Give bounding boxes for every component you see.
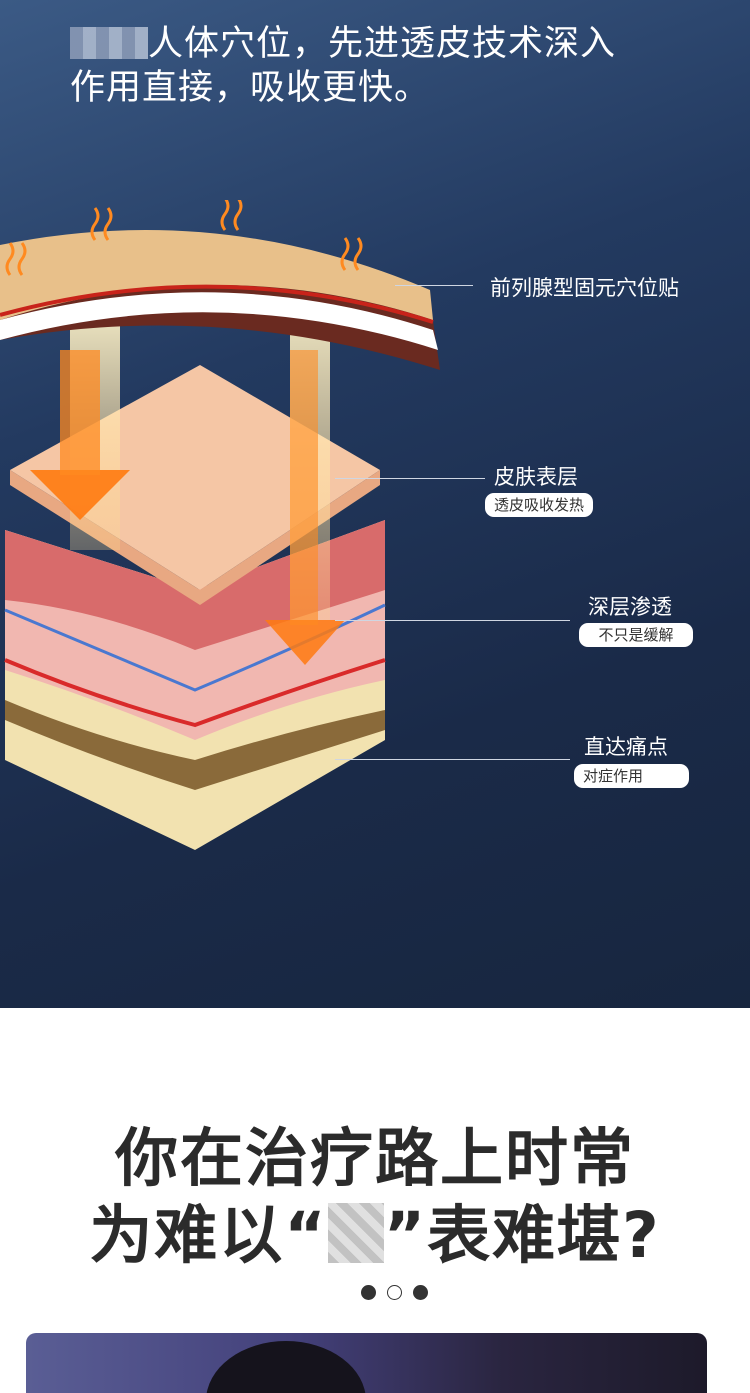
- leader-line: [335, 759, 570, 760]
- censored-mosaic: [327, 1203, 384, 1263]
- carousel-dot[interactable]: [361, 1285, 376, 1300]
- acupoint-patch: [0, 230, 433, 320]
- intro-line1: 人体穴位，先进透皮技术深入: [148, 24, 617, 64]
- carousel-image: [26, 1333, 707, 1393]
- arrow-down-icon: [265, 620, 345, 665]
- carousel-indicator: [361, 1285, 428, 1300]
- tag-deep: 不只是缓解: [579, 623, 693, 647]
- muscle-layer: [5, 700, 385, 790]
- leader-line: [335, 478, 485, 479]
- intro-line2: 作用直接，吸收更快。: [70, 68, 431, 108]
- label-deep: 深层渗透: [588, 595, 672, 619]
- hero-section: 人体穴位，先进透皮技术深入 作用直接，吸收更快。: [0, 0, 750, 1008]
- leader-line: [395, 285, 473, 286]
- carousel-dot-active[interactable]: [387, 1285, 402, 1300]
- label-patch: 前列腺型固元穴位贴: [490, 276, 679, 300]
- arrow-down-icon: [30, 470, 130, 520]
- leader-line: [335, 620, 570, 621]
- intro-text: 人体穴位，先进透皮技术深入 作用直接，吸收更快。: [70, 22, 616, 110]
- label-pain: 直达痛点: [584, 735, 668, 759]
- blood-vessel: [4, 658, 386, 728]
- question-part-b: ”表难堪?: [383, 1199, 661, 1272]
- heat-wave-icon: [5, 200, 363, 276]
- question-line2: 为难以“ ”表难堪?: [0, 1185, 750, 1276]
- question-line1: 你在治疗路上时常: [115, 1122, 635, 1195]
- carousel-dot[interactable]: [413, 1285, 428, 1300]
- label-epidermis: 皮肤表层: [494, 465, 578, 489]
- censored-mosaic: [70, 27, 148, 59]
- tag-epidermis: 透皮吸收发热: [485, 493, 594, 517]
- tag-pain: 对症作用: [574, 764, 689, 788]
- person-silhouette: [206, 1341, 366, 1393]
- question-part-a: 为难以“: [89, 1199, 328, 1272]
- skin-layers-illustration: [0, 200, 440, 850]
